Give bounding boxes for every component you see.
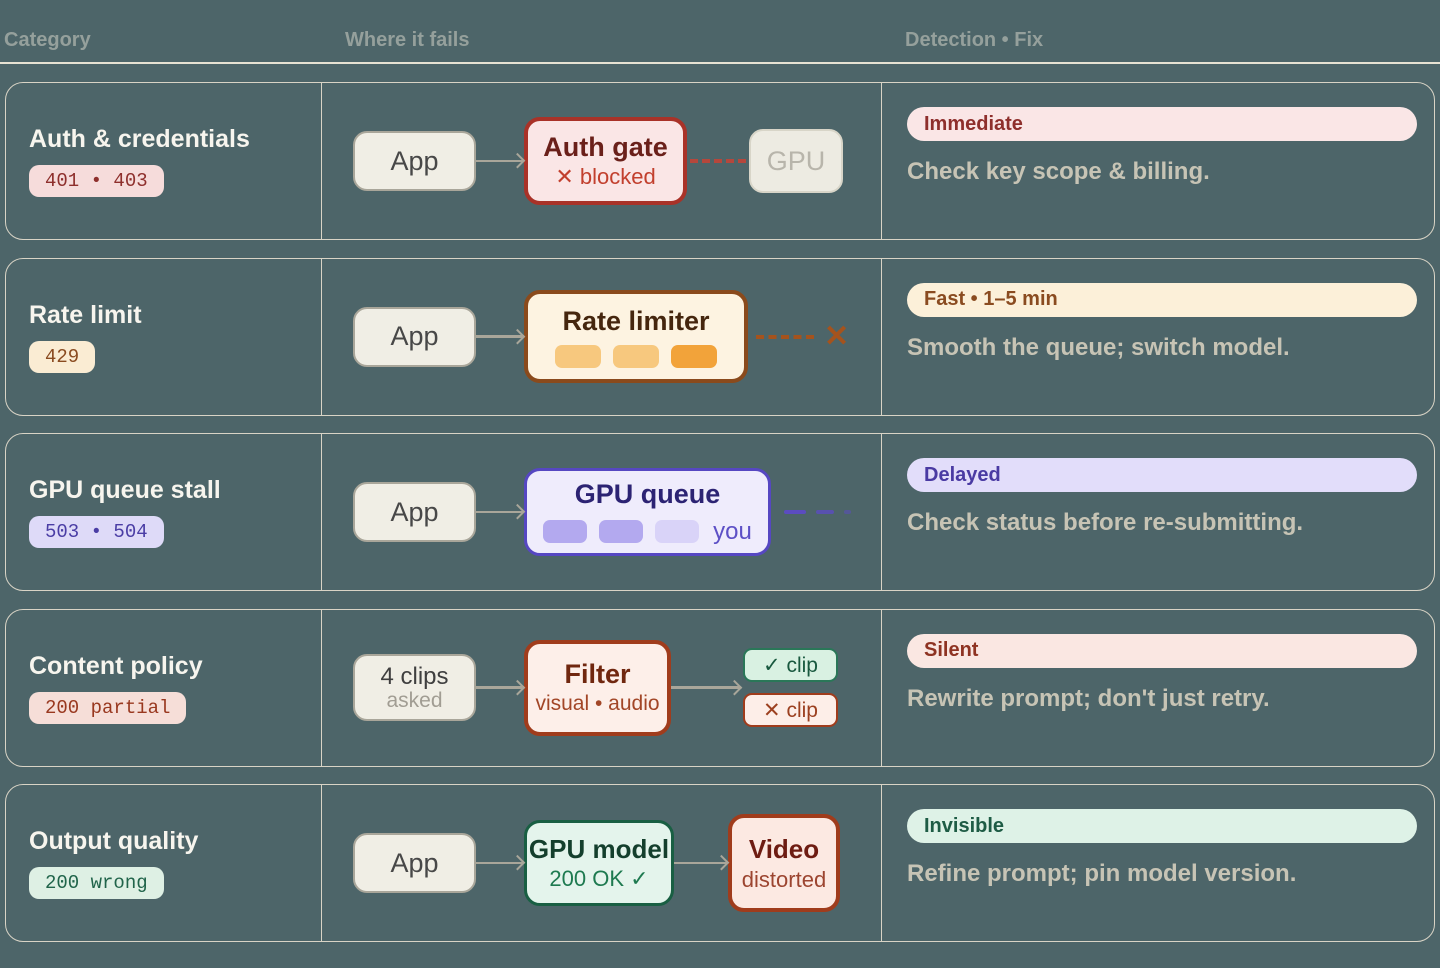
- category-cell: Output quality 200 wrong: [6, 785, 321, 941]
- throttled-dashed-connector: [756, 334, 814, 339]
- detection-badge: Fast • 1–5 min: [907, 282, 1417, 317]
- fix-cell: Invisible Refine prompt; pin model versi…: [881, 785, 1434, 941]
- detection-badge: Delayed: [907, 458, 1417, 492]
- flow-cell: App GPU queue you: [321, 434, 881, 590]
- queue-tokens: you: [543, 518, 752, 546]
- status-code-badge: 401 • 403: [29, 165, 164, 197]
- app-node: App: [353, 482, 476, 542]
- status-code-badge: 200 partial: [29, 691, 187, 724]
- row-content-policy: Content policy 200 partial 4 clips asked…: [5, 608, 1435, 767]
- header-detection-fix: Detection • Fix: [905, 29, 1044, 51]
- request-count-label: 4 clips: [380, 662, 449, 690]
- header-category: Category: [4, 29, 91, 51]
- filter-modes-label: visual • audio: [535, 692, 660, 715]
- category-cell: Auth & credentials 401 • 403: [6, 83, 321, 239]
- category-title: GPU queue stall: [29, 476, 221, 504]
- queue-token: [555, 344, 601, 368]
- fix-text: Check status before re-submitting.: [907, 509, 1304, 536]
- arrow-right-icon: [476, 861, 524, 865]
- gpu-queue-node: GPU queue you: [524, 468, 771, 556]
- status-code-badge: 200 wrong: [29, 867, 164, 899]
- clip-blocked-chip: ✕ clip: [743, 693, 838, 727]
- row-auth-credentials: Auth & credentials 401 • 403 App Auth ga…: [5, 82, 1435, 240]
- gpu-ghost-node: GPU: [749, 129, 843, 193]
- flow-cell: App Auth gate ✕ blocked GPU: [321, 83, 881, 239]
- video-title: Video: [748, 833, 820, 864]
- table-header: Category Where it fails Detection • Fix: [0, 0, 1440, 64]
- category-title: Auth & credentials: [29, 125, 250, 153]
- gpu-model-node: GPU model 200 OK ✓: [524, 820, 674, 906]
- rejected-x-icon: ✕: [824, 319, 850, 353]
- fading-dash: [784, 510, 806, 514]
- flow-cell: App Rate limiter ✕: [321, 258, 881, 415]
- auth-gate-node: Auth gate ✕ blocked: [524, 117, 687, 205]
- rows-container: Auth & credentials 401 • 403 App Auth ga…: [0, 64, 1440, 942]
- you-label: you: [713, 517, 752, 545]
- category-cell: GPU queue stall 503 • 504: [6, 434, 321, 590]
- blocked-dashed-connector: [690, 159, 746, 163]
- arrow-right-icon: [476, 686, 524, 689]
- gpu-model-title: GPU model: [528, 834, 670, 864]
- stalled-fading-connector: [784, 510, 851, 514]
- detection-badge: Immediate: [907, 107, 1417, 141]
- request-node: 4 clips asked: [353, 654, 476, 721]
- category-title: Rate limit: [29, 300, 142, 329]
- queue-token: [543, 520, 588, 543]
- category-title: Output quality: [29, 827, 199, 855]
- status-code-badge: 503 • 504: [29, 516, 164, 548]
- fading-dash: [816, 510, 834, 514]
- queue-tokens: [555, 344, 717, 368]
- distorted-label: distorted: [741, 866, 827, 892]
- fix-text: Smooth the queue; switch model.: [907, 333, 1290, 361]
- arrow-right-icon: [476, 335, 524, 338]
- fix-text: Refine prompt; pin model version.: [907, 860, 1297, 887]
- auth-gate-title: Auth gate: [543, 132, 668, 162]
- filter-title: Filter: [564, 659, 631, 689]
- clip-results: ✓ clip ✕ clip: [743, 648, 838, 727]
- flow-cell: App GPU model 200 OK ✓ Video distorted: [321, 785, 881, 941]
- flow-cell: 4 clips asked Filter visual • audio ✓ cl…: [321, 609, 881, 766]
- row-rate-limit: Rate limit 429 App Rate limiter ✕: [5, 257, 1435, 416]
- category-cell: Content policy 200 partial: [6, 610, 321, 766]
- category-title: Content policy: [29, 651, 203, 680]
- blocked-label: ✕ blocked: [555, 164, 656, 189]
- category-cell: Rate limit 429: [6, 259, 321, 415]
- fix-text: Rewrite prompt; don't just retry.: [907, 684, 1270, 712]
- detection-badge: Invisible: [907, 809, 1417, 843]
- fix-cell: Fast • 1–5 min Smooth the queue; switch …: [881, 258, 1434, 415]
- row-output-quality: Output quality 200 wrong App GPU model 2…: [5, 784, 1435, 942]
- fix-cell: Silent Rewrite prompt; don't just retry.: [881, 609, 1434, 766]
- arrow-right-icon: [671, 686, 741, 689]
- app-node: App: [353, 833, 476, 893]
- header-where-it-fails: Where it fails: [345, 29, 470, 51]
- arrow-right-icon: [476, 510, 524, 514]
- app-node: App: [353, 306, 476, 367]
- rate-limiter-title: Rate limiter: [562, 305, 710, 336]
- fix-cell: Immediate Check key scope & billing.: [881, 83, 1434, 239]
- ok-status-label: 200 OK ✓: [549, 866, 649, 891]
- queue-token: [599, 520, 644, 543]
- filter-node: Filter visual • audio: [524, 639, 671, 736]
- app-node: App: [353, 131, 476, 191]
- video-output-node: Video distorted: [728, 814, 840, 912]
- status-code-badge: 429: [29, 340, 96, 373]
- row-gpu-queue-stall: GPU queue stall 503 • 504 App GPU queue …: [5, 433, 1435, 591]
- arrow-right-icon: [674, 861, 728, 865]
- detection-badge: Silent: [907, 633, 1417, 668]
- queue-token: [655, 520, 700, 543]
- fix-text: Check key scope & billing.: [907, 158, 1210, 185]
- fix-cell: Delayed Check status before re-submittin…: [881, 434, 1434, 590]
- arrow-right-icon: [476, 159, 524, 163]
- rate-limiter-node: Rate limiter: [524, 290, 748, 383]
- queue-token: [671, 344, 717, 368]
- gpu-queue-title: GPU queue: [574, 478, 721, 509]
- clip-passed-chip: ✓ clip: [743, 648, 838, 682]
- fading-dash: [844, 510, 851, 514]
- queue-token: [613, 344, 659, 368]
- asked-label: asked: [386, 688, 443, 712]
